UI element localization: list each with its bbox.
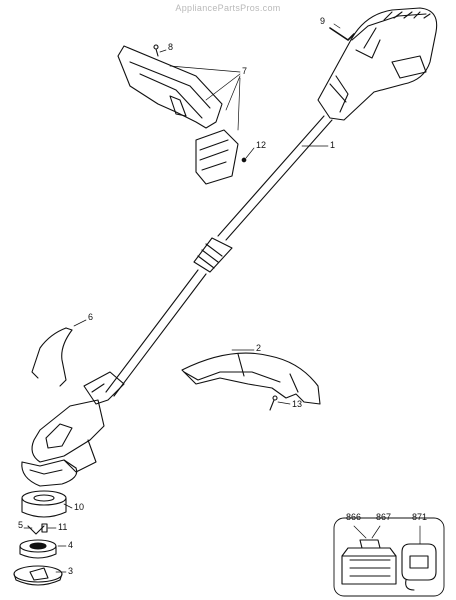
spool-cap bbox=[13, 565, 63, 586]
pin bbox=[241, 157, 247, 163]
callout-11: 11 bbox=[58, 522, 68, 532]
edge-guide-wire bbox=[31, 327, 73, 387]
callout-867: 867 bbox=[376, 512, 392, 522]
trimmer-head-housing bbox=[21, 371, 125, 487]
callout-7: 7 bbox=[242, 66, 248, 76]
callout-12: 12 bbox=[256, 140, 267, 150]
small-screw bbox=[153, 44, 159, 57]
main-shaft bbox=[105, 115, 333, 397]
callout-10: 10 bbox=[74, 502, 85, 512]
callout-4: 4 bbox=[68, 540, 74, 550]
battery bbox=[341, 539, 397, 585]
callout-871: 871 bbox=[412, 512, 428, 522]
callout-13: 13 bbox=[292, 399, 303, 409]
leader-lines bbox=[23, 23, 421, 573]
callout-1: 1 bbox=[330, 140, 336, 150]
motor-housing bbox=[317, 7, 438, 121]
callout-6: 6 bbox=[88, 312, 94, 322]
debris-guard bbox=[181, 352, 321, 405]
watermark: AppliancePartsPros.com bbox=[175, 3, 281, 13]
hex-key bbox=[329, 27, 355, 41]
callout-866: 866 bbox=[346, 512, 362, 522]
battery-charger-box bbox=[333, 517, 445, 597]
callout-9: 9 bbox=[320, 16, 326, 26]
callout-2: 2 bbox=[256, 343, 262, 353]
screw bbox=[269, 395, 278, 411]
callout-8: 8 bbox=[168, 42, 174, 52]
spool-housing bbox=[21, 490, 67, 518]
callout-3: 3 bbox=[68, 566, 74, 576]
charger bbox=[401, 543, 437, 591]
line-spool bbox=[19, 539, 57, 559]
spring-and-cap bbox=[27, 523, 48, 535]
callout-5: 5 bbox=[18, 520, 24, 530]
